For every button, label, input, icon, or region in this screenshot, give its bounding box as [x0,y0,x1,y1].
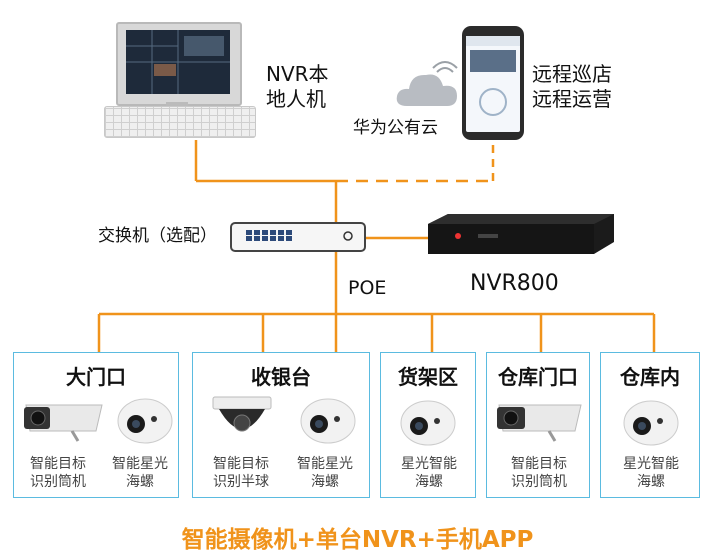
camera-group-main-gate: 大门口 智能目标 识别筒机 智能星光 海螺 [13,352,179,498]
footer-title: 智能摄像机+单台NVR+手机APP [181,527,534,553]
switch-icon [230,222,366,252]
cloud-icon [396,61,458,106]
camera-group-warehouse-inside: 仓库内 星光智能 海螺 [600,352,700,498]
camera-caption: 智能目标 识别半球 [213,456,269,490]
smartphone-icon [462,26,524,140]
camera-caption: 智能目标 识别筒机 [30,456,86,490]
monitor-stand [166,102,188,108]
turret-camera-icon [300,398,356,444]
group-title: 仓库内 [620,365,680,389]
camera-caption: 星光智能 海螺 [623,456,679,490]
turret-camera-icon [117,398,173,444]
bullet-camera-icon [24,404,103,442]
camera-caption: 智能星光 海螺 [112,456,168,490]
camera-group-checkout: 收银台 智能目标 识别半球 智能星光 海螺 [192,352,370,498]
label-remote: 远程巡店 远程运营 [532,62,612,111]
group-title: 货架区 [398,365,458,389]
camera-caption: 智能星光 海螺 [297,456,353,490]
label-local-pc: NVR本 地人机 [266,62,329,111]
group-title: 收银台 [251,365,311,389]
camera-group-shelf-area: 货架区 星光智能 海螺 [380,352,476,498]
group-title: 大门口 [66,365,126,389]
turret-camera-icon [400,400,456,446]
label-switch: 交换机（选配） [98,226,217,246]
camera-group-warehouse-door: 仓库门口 智能目标 识别筒机 [486,352,590,498]
label-cloud: 华为公有云 [353,118,438,138]
label-poe: POE [348,277,387,299]
pc-monitor-icon [116,22,242,106]
camera-caption: 智能目标 识别筒机 [511,456,567,490]
dome-camera-icon [212,396,272,432]
keyboard-icon [104,106,256,138]
group-title: 仓库门口 [498,365,578,389]
label-nvr: NVR800 [470,271,559,296]
turret-camera-icon [623,400,679,446]
camera-caption: 星光智能 海螺 [401,456,457,490]
nvr-device-icon [428,214,614,254]
bullet-camera-icon [497,404,582,442]
